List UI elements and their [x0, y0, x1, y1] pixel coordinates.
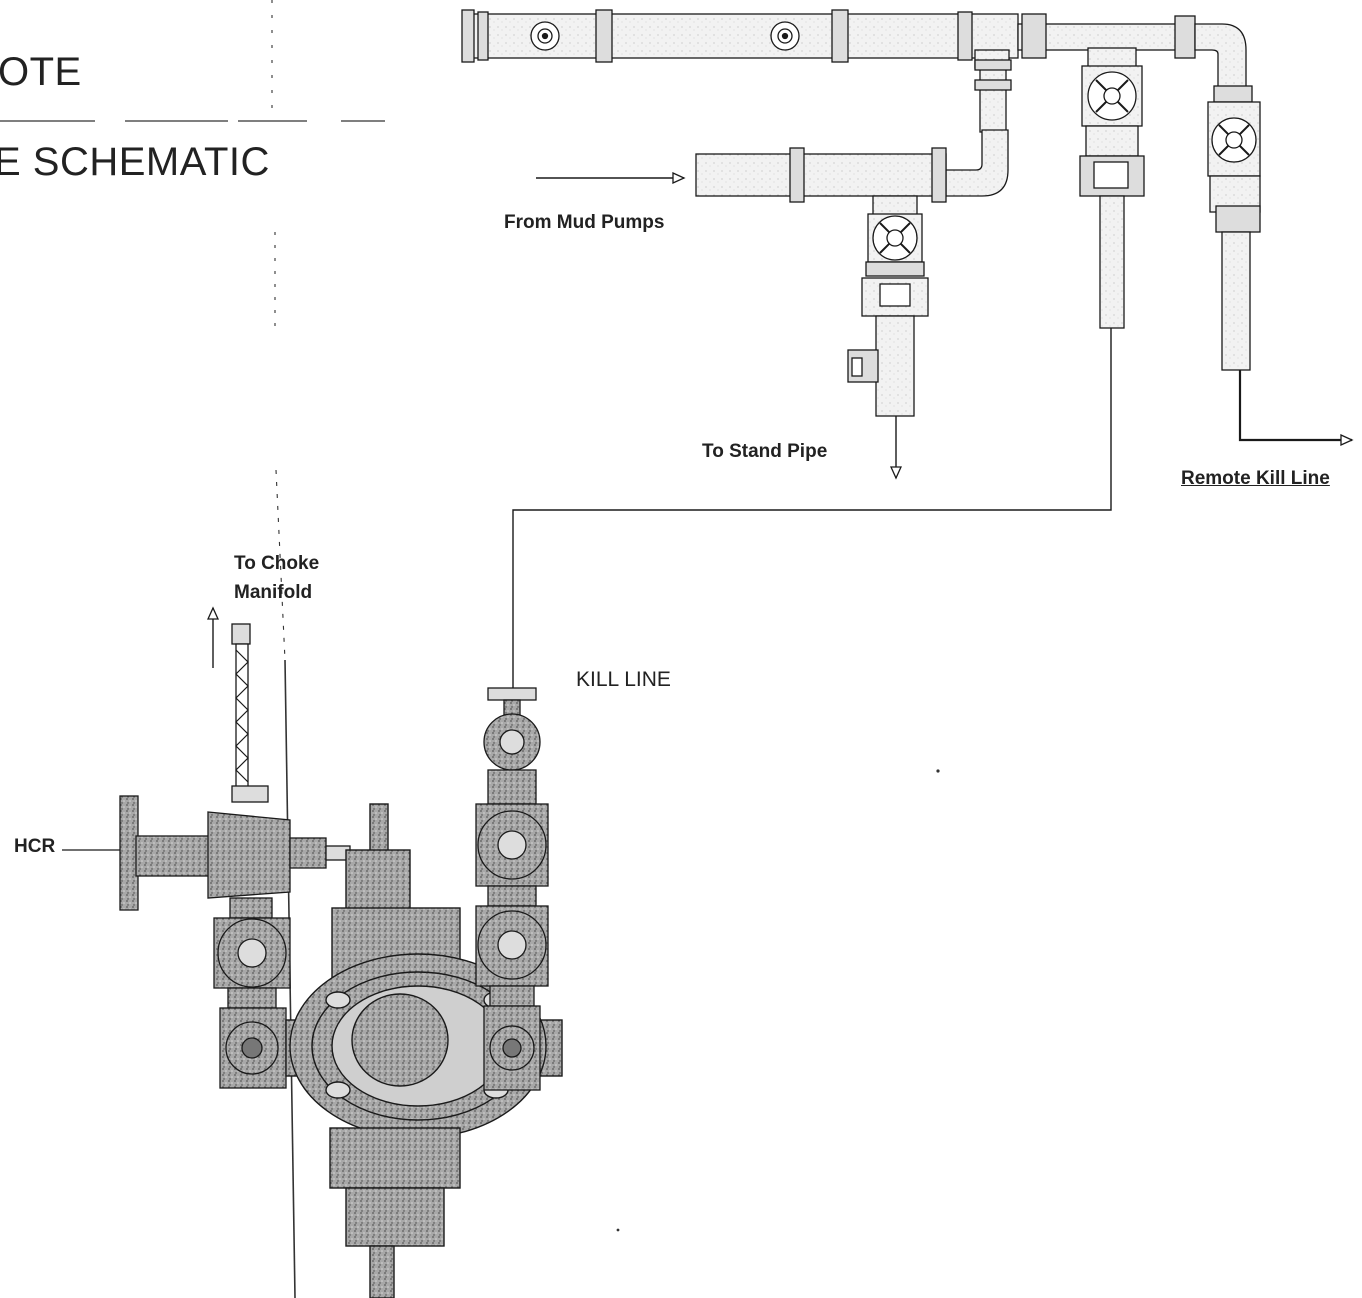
- title-line-2: E SCHEMATIC: [0, 140, 270, 184]
- remote-kill-line-valve: [1207, 85, 1261, 371]
- label-remote-kill-line: Remote Kill Line: [1181, 468, 1330, 489]
- label-from-mud-pumps: From Mud Pumps: [504, 212, 665, 233]
- kill-line-connection: [512, 328, 1112, 690]
- top-manifold-pipe: [461, 9, 1247, 91]
- stray-dot: [616, 1228, 620, 1232]
- title-line-1: OTE: [0, 50, 82, 94]
- choke-flex-hose: [231, 623, 269, 803]
- remote-kill-line-arrow: [1238, 370, 1354, 447]
- mud-pump-inlet-pipe: [695, 147, 947, 203]
- label-to-choke-manifold-line1: To Choke: [234, 553, 320, 574]
- label-to-choke-manifold-line2: Manifold: [234, 582, 313, 603]
- kill-line-valve-upper: [1079, 47, 1145, 329]
- stand-pipe-valve: [847, 195, 929, 417]
- choke-side-gate-valves: [213, 897, 291, 1089]
- label-kill-line: KILL LINE: [576, 668, 671, 691]
- label-hcr: HCR: [14, 836, 56, 857]
- stray-dot: [936, 769, 940, 773]
- kill-side-valves: [475, 687, 549, 1091]
- label-to-stand-pipe: To Stand Pipe: [702, 441, 828, 462]
- hcr-valve: [62, 795, 351, 911]
- tee-branch-pipe: [939, 49, 1012, 197]
- dashed-reference-line: [271, 0, 296, 1298]
